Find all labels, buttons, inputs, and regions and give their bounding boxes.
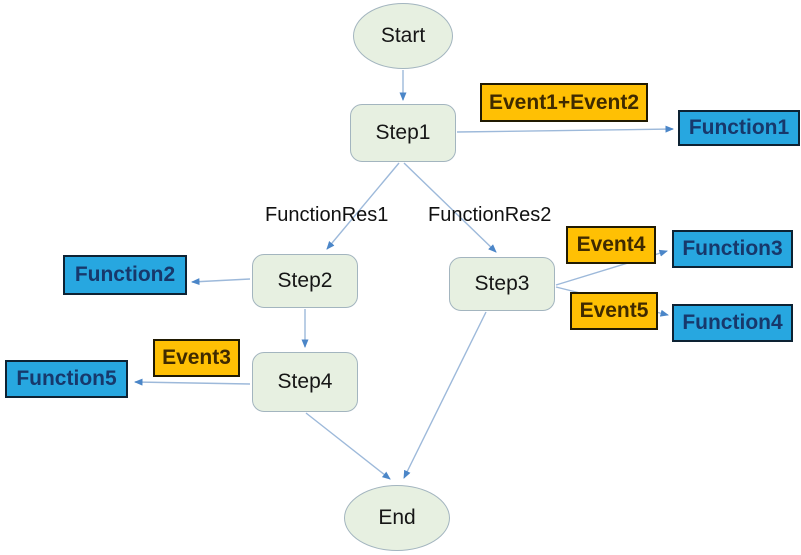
event-box-event3: Event3 [153, 339, 240, 377]
function-box-function3: Function3 [672, 230, 793, 268]
node-start: Start [353, 3, 453, 69]
node-end: End [344, 485, 450, 551]
node-step1: Step1 [350, 104, 456, 162]
event-box-event4: Event4 [566, 226, 656, 264]
edge-step2-function2 [191, 278, 251, 286]
edge-step4-function5 [134, 378, 251, 386]
edge-step1-step3 [403, 162, 497, 253]
function-box-function4: Function4 [672, 304, 793, 342]
event-box-event1-event2: Event1+Event2 [480, 83, 648, 122]
function-box-function5: Function5 [5, 360, 128, 398]
edge-label-functionres2: FunctionRes2 [428, 204, 552, 226]
edge-step1-step2 [326, 162, 400, 250]
node-step3: Step3 [449, 257, 555, 311]
function-box-function1: Function1 [678, 110, 800, 146]
event-box-event5: Event5 [570, 292, 658, 330]
edge-step4-end [305, 412, 391, 480]
edge-label-functionres1: FunctionRes1 [265, 204, 389, 226]
node-step2: Step2 [252, 254, 358, 308]
edge-step1-function1 [456, 125, 674, 133]
edge-step3-end [403, 311, 487, 479]
node-step4: Step4 [252, 352, 358, 412]
function-box-function2: Function2 [63, 255, 187, 295]
